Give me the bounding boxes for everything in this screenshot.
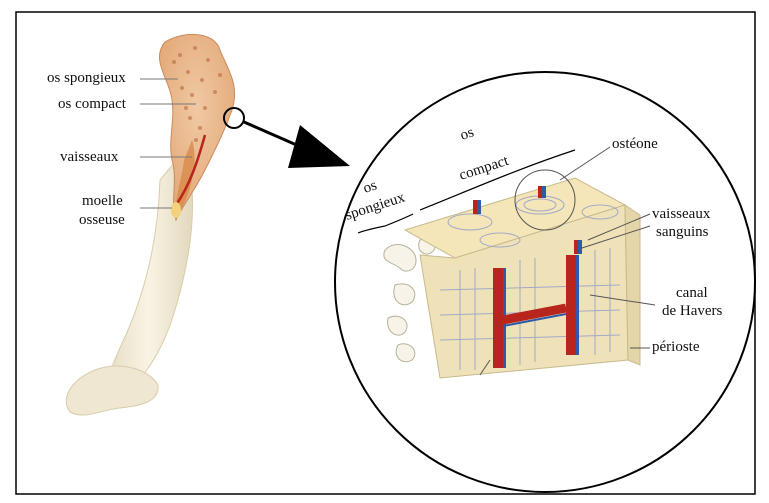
label-perioste: périoste xyxy=(652,339,700,355)
yellow-marrow xyxy=(171,202,181,218)
label-de-havers: de Havers xyxy=(662,303,723,319)
label-osteone: ostéone xyxy=(612,136,658,152)
label-canal: canal xyxy=(676,285,708,301)
label-vaisseaux-sanguins-2: sanguins xyxy=(656,224,709,240)
label-vaisseaux: vaisseaux xyxy=(60,149,119,165)
label-os-compact: os compact xyxy=(58,96,127,112)
label-osseuse: osseuse xyxy=(79,212,125,228)
periosteum xyxy=(625,205,640,365)
zoom-circle xyxy=(335,72,755,492)
label-vaisseaux-sanguins-1: vaisseaux xyxy=(652,206,711,222)
label-moelle: moelle xyxy=(82,193,123,209)
label-os-spongieux: os spongieux xyxy=(47,70,126,86)
